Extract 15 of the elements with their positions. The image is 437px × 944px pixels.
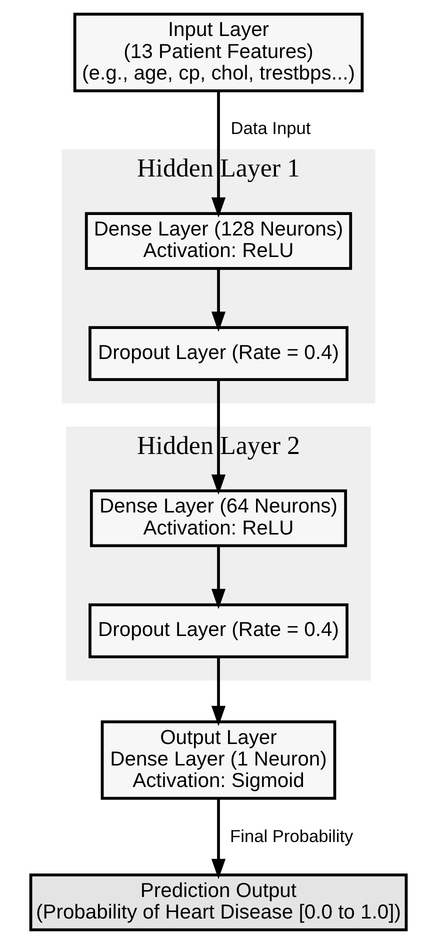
arrow [211,268,226,332]
arrow [211,657,226,726]
arrow [211,546,226,610]
node-box: Prediction Output (Probability of Heart Disease [0.0 to 1.0]) [29,873,408,932]
edge-label: Final Probability [230,826,354,846]
edge-label: Data Input [230,118,311,138]
node-box: Dropout Layer (Rate = 0.4) [88,326,348,382]
node-box: Dense Layer (128 Neurons) Activation: ReLU [84,212,352,270]
node-box: Output Layer Dense Layer (1 Neuron) Activation: Sigmoid [100,720,336,800]
arrow [211,380,226,495]
arrow [211,91,226,218]
arrow [211,798,226,880]
node-box: Dropout Layer (Rate = 0.4) [88,603,348,658]
node-box: Dense Layer (64 Neurons) Activation: ReLU [90,489,348,548]
node-box: Input Layer (13 Patient Features) (e.g., age, cp, chol, trestbps...) [73,12,364,92]
